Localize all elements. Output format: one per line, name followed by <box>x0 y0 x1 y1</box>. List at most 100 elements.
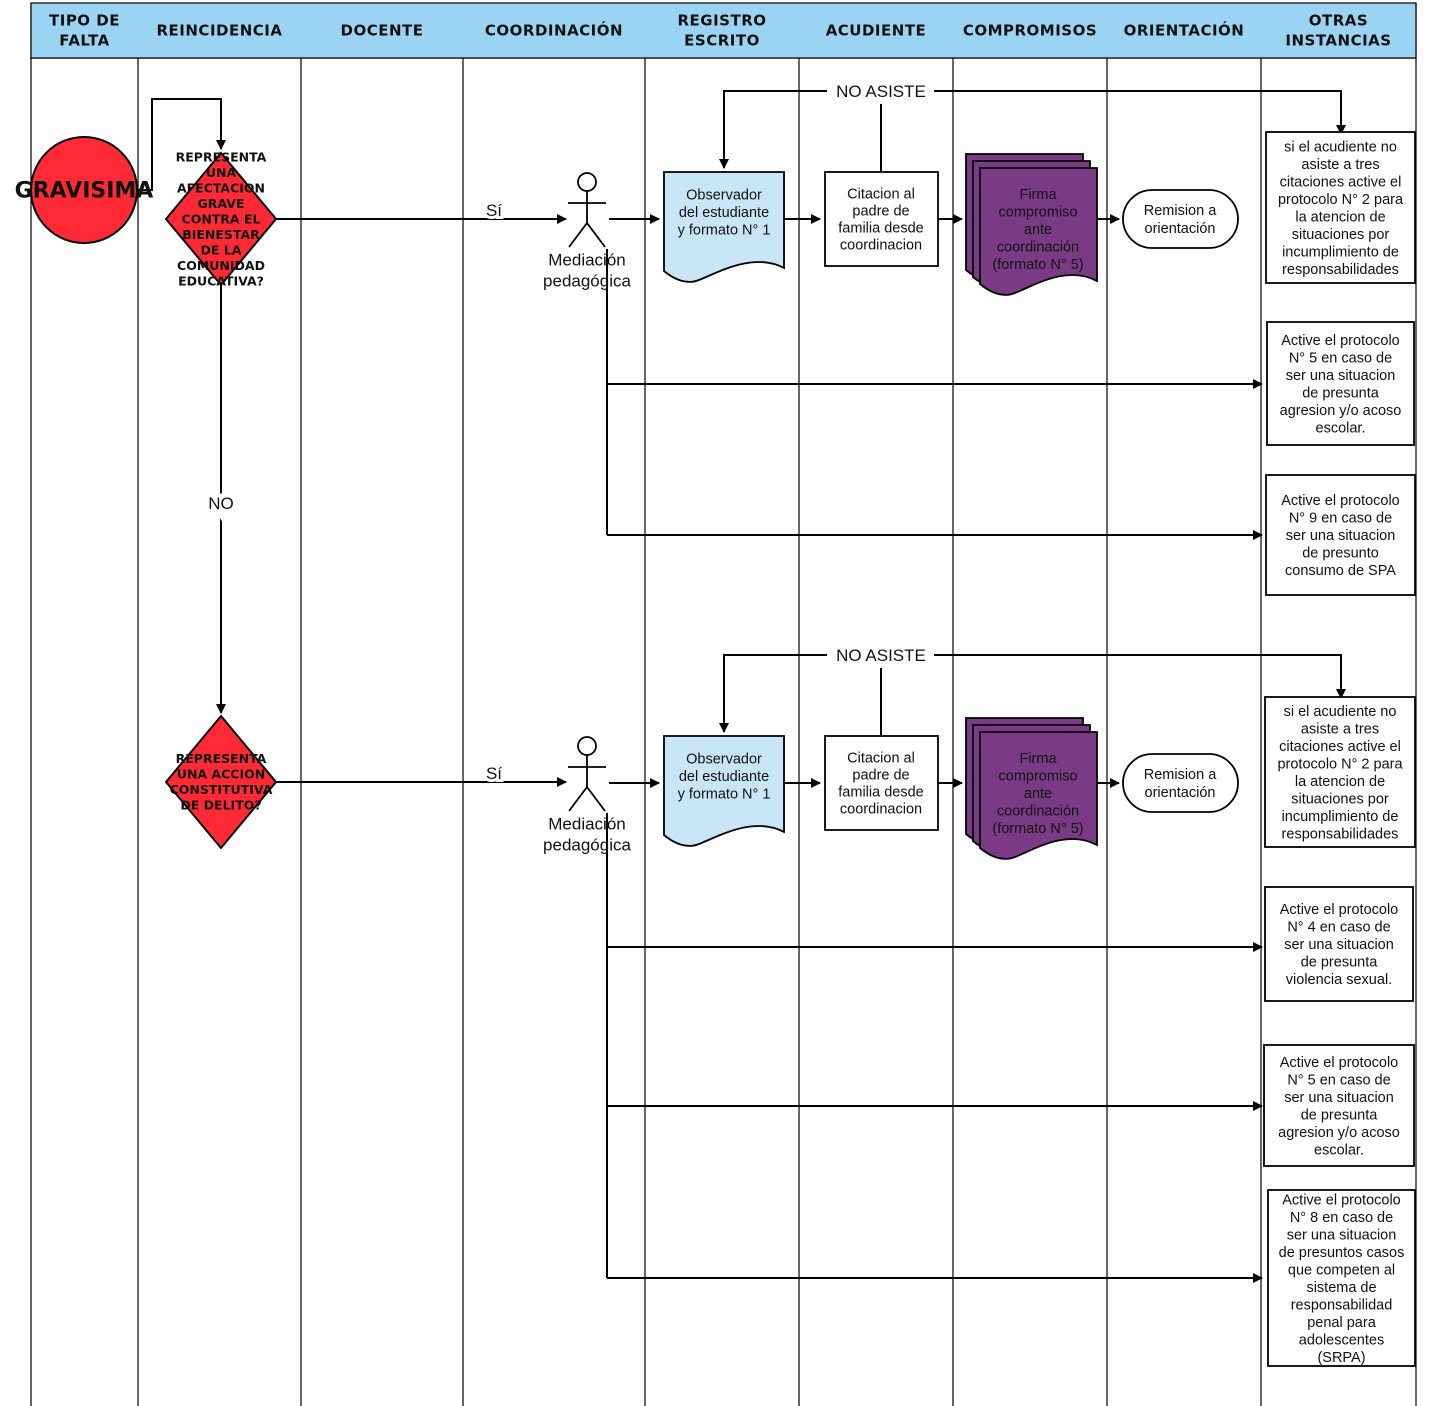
instancia-box <box>1267 1189 1416 1367</box>
remision-terminator <box>1122 189 1239 249</box>
no-asiste-return-arrow <box>719 90 827 169</box>
lane-header-0: TIPO DE FALTA <box>49 11 120 49</box>
lane-header-6-line: COMPROMISOS <box>963 21 1097 39</box>
instancia-text-line: asiste a tres <box>1301 721 1379 737</box>
instancia-text-line: que competen al <box>1288 1262 1395 1278</box>
instancia-box <box>1266 321 1415 446</box>
lane-header-5: ACUDIENTE <box>826 21 927 39</box>
instancia-text-line: protocolo N° 2 para <box>1277 756 1403 772</box>
citacion-text-line: familia desde <box>838 785 923 801</box>
instancia-text-line: ser una situacion <box>1287 1227 1397 1243</box>
citacion-box <box>824 735 939 831</box>
instancia-text-line: situaciones por <box>1291 791 1389 807</box>
instancia-text-line: escolar. <box>1316 420 1366 436</box>
remision-text-line: orientación <box>1145 785 1216 801</box>
start-event-label-line: GRAVISIMA <box>15 179 154 204</box>
citacion-text-line: coordinacion <box>840 802 922 818</box>
citacion-text-line: padre de <box>852 204 909 220</box>
decision-afectacion-text-line: CONTRA EL <box>182 211 261 226</box>
remision-text-line: Remision a <box>1144 767 1217 783</box>
decision-afectacion-text-line: UNA <box>206 165 237 180</box>
instancia-text-line: N° 4 en caso de <box>1287 920 1390 936</box>
decision-afectacion-text-line: EDUCATIVA? <box>178 273 264 288</box>
actor-label-line: Mediación <box>548 814 626 833</box>
yes-label: Sí <box>486 764 502 783</box>
instancia-text-line: escolar. <box>1314 1142 1364 1158</box>
citacion-text-line: coordinacion <box>840 238 922 254</box>
lane-header-3: COORDINACIÓN <box>485 20 623 39</box>
instancia-text-line: ser una situacion <box>1284 937 1394 953</box>
lane-header-8-line: OTRAS <box>1309 11 1368 29</box>
decision-delito-diamond <box>164 714 278 850</box>
decision-afectacion-diamond <box>164 151 278 287</box>
document-text-line: Observador <box>686 188 762 204</box>
instancia-text-line: de presunta <box>1302 385 1380 401</box>
lane-header-8: OTRAS INSTANCIAS <box>1285 11 1391 49</box>
instancia-text-line: Active el protocolo <box>1280 1055 1398 1071</box>
actor-leg <box>568 222 588 248</box>
instancia-text-line: citaciones active el <box>1280 174 1402 190</box>
instancia-text-line: N° 9 en caso de <box>1289 511 1392 527</box>
instancia-text-line: agresion y/o acoso <box>1280 403 1402 419</box>
instancia-text-line: si el acudiente no <box>1284 704 1397 720</box>
no-asiste-escalate-arrow <box>934 654 1346 699</box>
instancia-box <box>1263 1044 1415 1167</box>
instancia-text-line: responsabilidades <box>1282 262 1399 278</box>
actor-leg <box>586 786 606 812</box>
instancia-text-line: ser una situacion <box>1286 368 1396 384</box>
compromiso-text-line: compromiso <box>999 205 1078 221</box>
instancia-text-line: Active el protocolo <box>1281 333 1399 349</box>
instancia-text-line: agresion y/o acoso <box>1278 1125 1400 1141</box>
decision-afectacion-text-line: AFECTACION <box>177 180 265 195</box>
decision-afectacion-text-line: COMUNIDAD <box>177 258 265 273</box>
citacion-text-line: familia desde <box>838 221 923 237</box>
lane-header-2: DOCENTE <box>341 21 424 39</box>
lane-header-0-line: TIPO DE <box>49 11 120 29</box>
instancia-box <box>1264 696 1416 848</box>
instancia-text-line: la atencion de <box>1295 774 1385 790</box>
instancia-text-line: responsabilidad <box>1291 1297 1393 1313</box>
decision-afectacion-text-line: DE LA <box>201 242 242 257</box>
compromiso-text-line: (formato N° 5) <box>992 821 1083 837</box>
lane-header-0-line: FALTA <box>59 31 109 49</box>
citacion-text-line: Citacion al <box>847 187 915 203</box>
lane-header-1: REINCIDENCIA <box>157 21 283 39</box>
document-shape <box>663 171 785 283</box>
actor-label-line: pedagógica <box>543 271 631 290</box>
instancia-text-line: asiste a tres <box>1301 157 1379 173</box>
actor-label-line: Mediación <box>548 250 626 269</box>
document-text-line: del estudiante <box>679 769 769 785</box>
compromiso-text-line: ante <box>1024 222 1052 238</box>
decision-afectacion-text-line: BIENESTAR <box>182 227 260 242</box>
instancia-text-line: situaciones por <box>1292 227 1390 243</box>
instancia-text-line: de presunto <box>1302 546 1379 562</box>
instancia-box <box>1264 886 1414 1002</box>
no-asiste-escalate-arrow <box>934 90 1346 135</box>
instancia-text-line: responsabilidades <box>1282 826 1399 842</box>
lane-header-2-line: DOCENTE <box>341 21 424 39</box>
compromiso-text-line: Firma <box>1019 187 1057 203</box>
instancia-text-line: incumplimiento de <box>1282 244 1399 260</box>
instancia-box <box>1265 474 1416 596</box>
instancia-text-line: (SRPA) <box>1317 1350 1365 1366</box>
lane-header-8-line: INSTANCIAS <box>1285 31 1391 49</box>
citacion-text-line: Citacion al <box>847 751 915 767</box>
remision-text-line: Remision a <box>1144 203 1217 219</box>
lane-headers: TIPO DE FALTA REINCIDENCIA DOCENTE COORDINAC… <box>30 2 1417 59</box>
no-asiste-label: NO ASISTE <box>836 646 926 665</box>
lane-header-3-line: COORDINACIÓN <box>485 20 623 39</box>
remision-text: Remision a orientación <box>1144 767 1217 801</box>
instancia-text-line: de presunta <box>1301 955 1379 971</box>
connectors <box>138 90 1346 1283</box>
document-text-line: Observador <box>686 752 762 768</box>
